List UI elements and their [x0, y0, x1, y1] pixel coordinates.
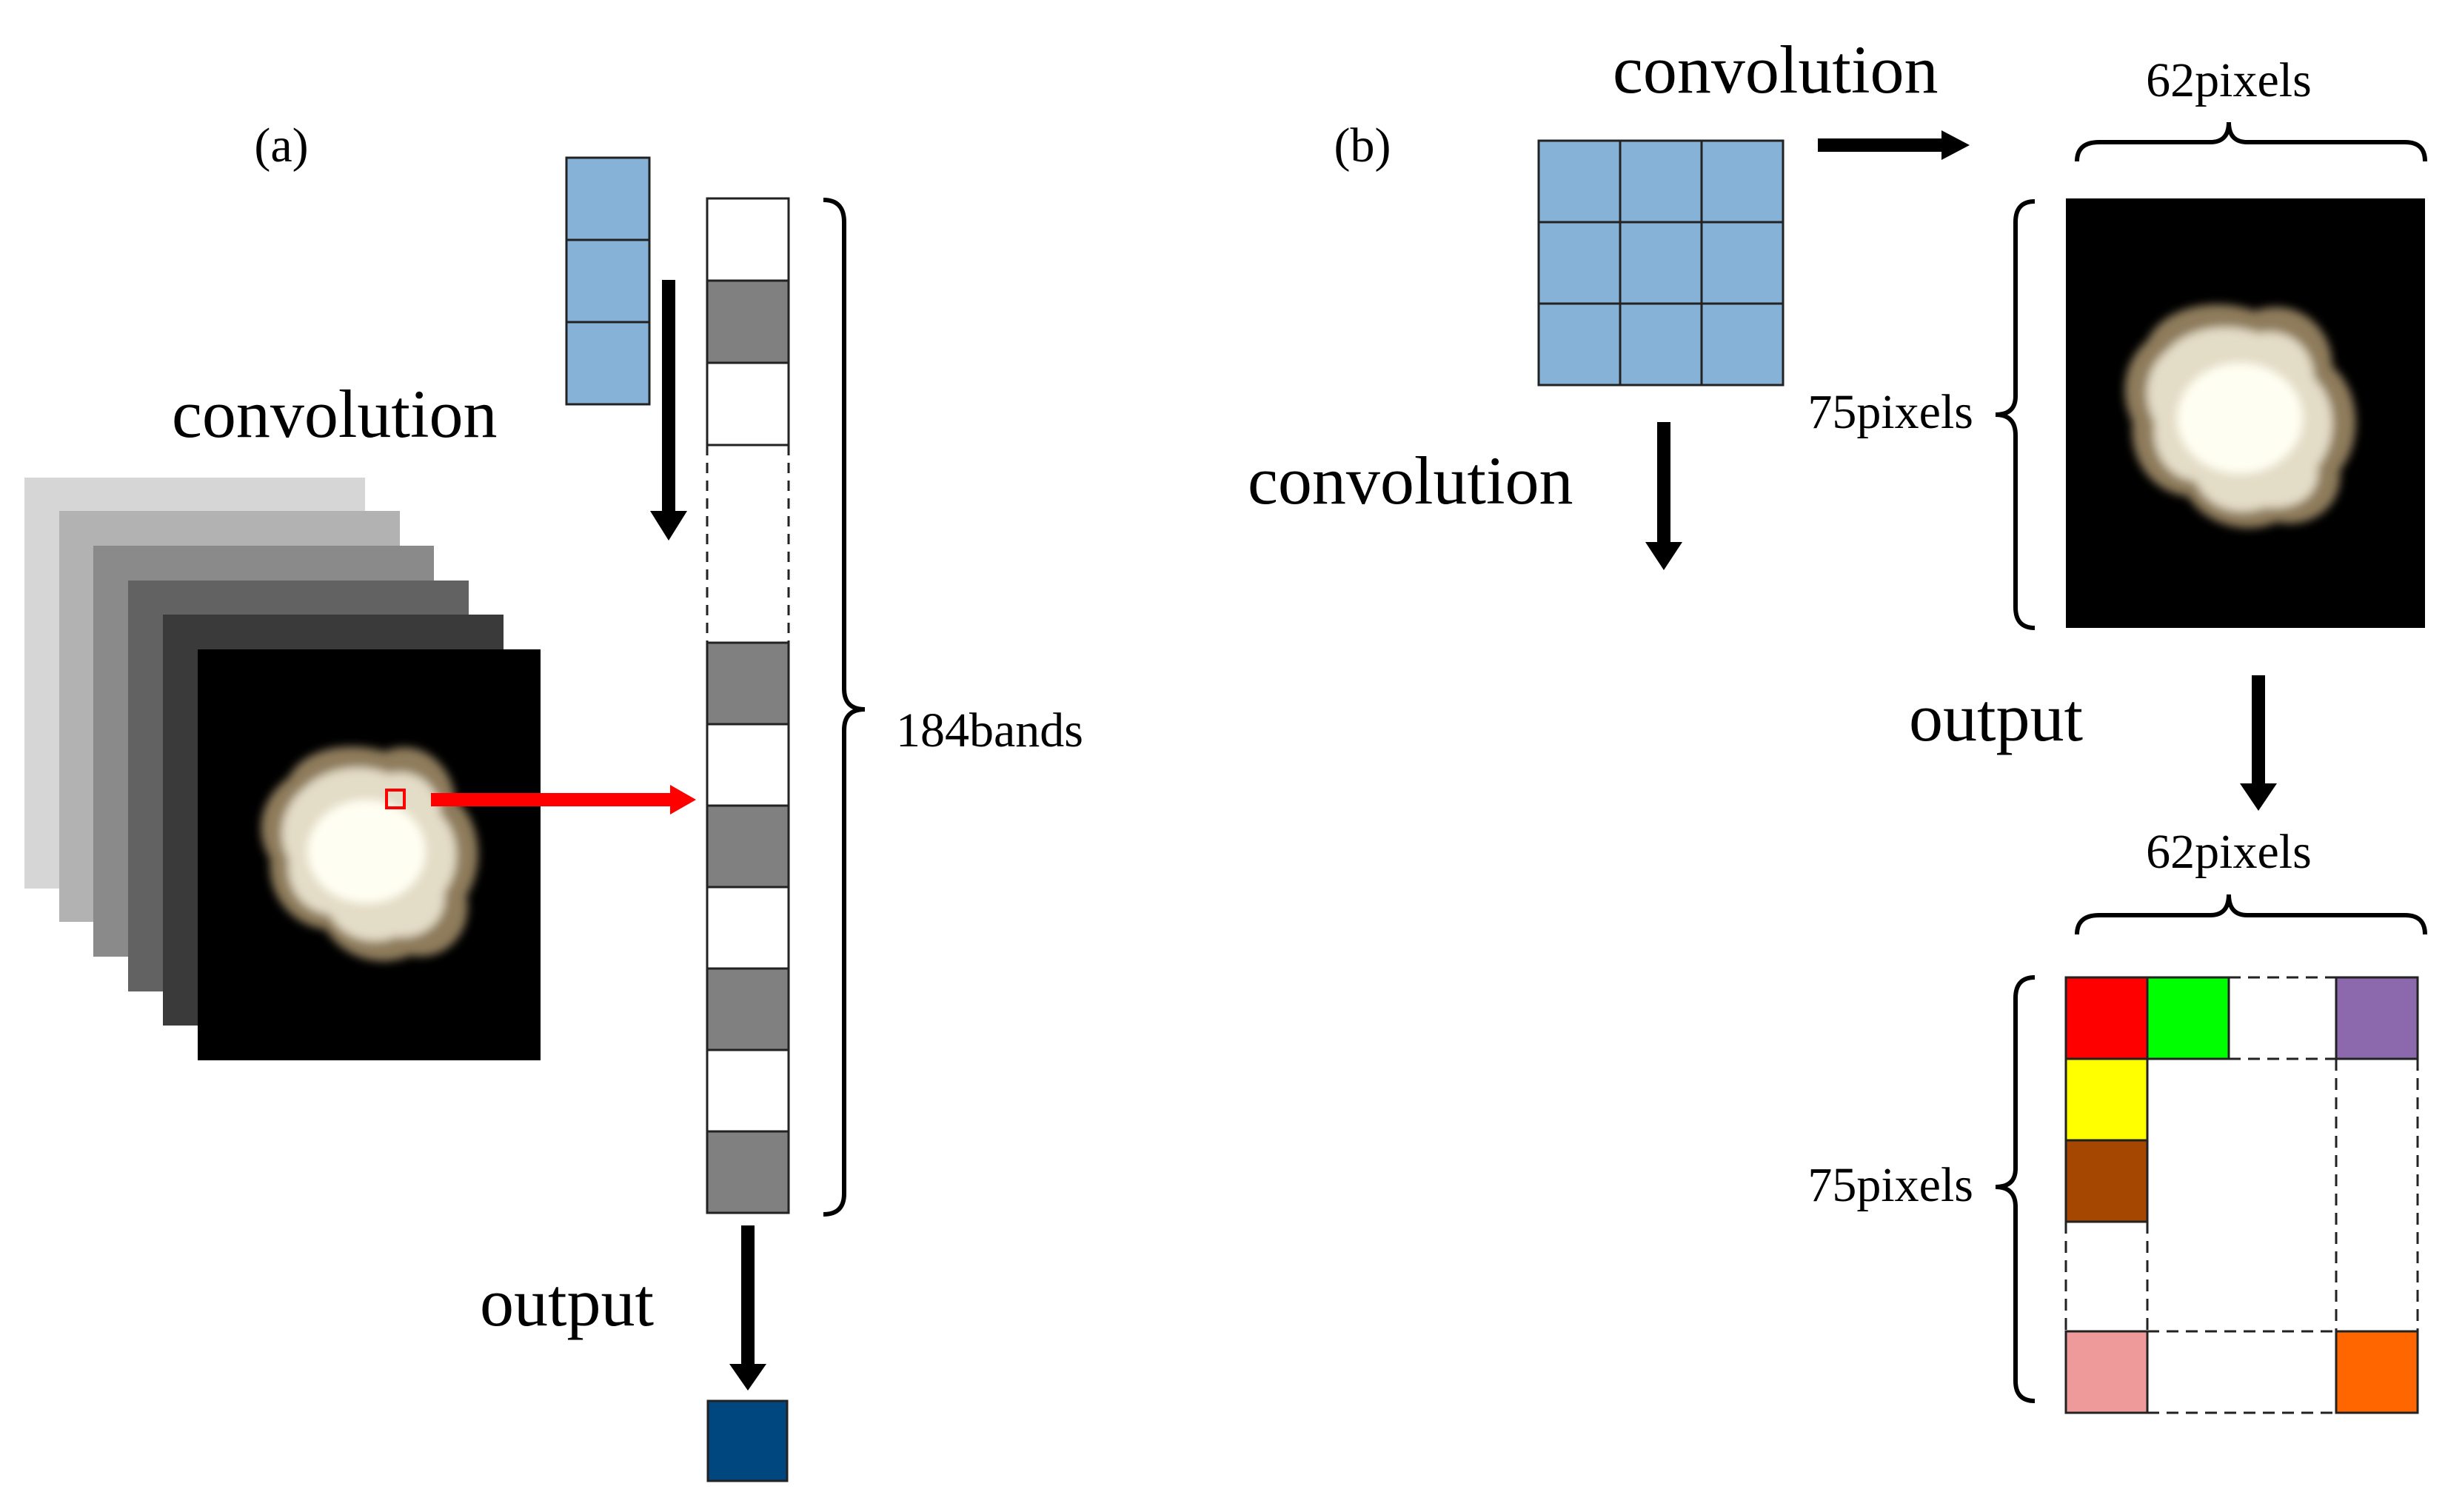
kernel-cell [1619, 139, 1703, 224]
panel-b-output-arrow [2240, 675, 2277, 811]
kernel-cell [1700, 221, 1785, 305]
kernel-cell [1537, 139, 1622, 224]
band-cell [706, 1048, 790, 1133]
output-pixel-cell [2064, 1057, 2149, 1142]
band-cell [706, 641, 790, 726]
panel-a-kernel [565, 156, 651, 406]
output-pixel-cell [2064, 1330, 2149, 1414]
output-pixel-cell [2335, 976, 2419, 1060]
sample-blob [261, 746, 478, 961]
band-cell [706, 279, 790, 364]
kernel-cell [565, 321, 651, 406]
kernel-cell [1537, 221, 1622, 305]
panel-a-convolution-arrow [650, 280, 687, 541]
panel-a-output-pixel [706, 1399, 789, 1482]
kernel-cell [565, 238, 651, 324]
output-pixel-grid [2064, 976, 2419, 1414]
bands-label: 184bands [896, 703, 1083, 757]
height-brace-top [1995, 199, 2036, 630]
width-label-bottom: 62pixels [2146, 825, 2312, 879]
kernel-cell [565, 156, 651, 241]
band-cell [706, 1130, 790, 1214]
band-cell [706, 723, 790, 807]
height-label-bottom: 75pixels [1807, 1158, 1973, 1212]
sample-blob-b [2124, 304, 2356, 528]
panel-a-output-arrow [729, 1225, 766, 1391]
panel-b-convolution-down-arrow [1645, 422, 1682, 570]
selected-pixel-marker [385, 789, 406, 809]
output-pixel-cell [2335, 1330, 2419, 1414]
kernel-cell [1700, 302, 1785, 387]
band-cell [706, 886, 790, 970]
pixel-to-bands-arrow [431, 785, 696, 814]
kernel-cell [1619, 221, 1703, 305]
panel-b-output-label: output [1909, 680, 2084, 755]
output-pixel-cell [2064, 1139, 2149, 1223]
panel-a-convolution-label: convolution [172, 376, 498, 452]
width-label-top: 62pixels [2146, 53, 2312, 107]
height-label-top: 75pixels [1807, 385, 1973, 439]
band-cell [706, 804, 790, 889]
panel-b-convolution-top-label: convolution [1613, 32, 1939, 107]
band-column [706, 197, 790, 1214]
panel-a-label: (a) [254, 118, 308, 173]
kernel-cell [1537, 302, 1622, 387]
kernel-cell [1700, 139, 1785, 224]
band-cell [706, 967, 790, 1051]
output-pixel-cell [2146, 976, 2230, 1060]
band-cell [706, 361, 790, 446]
height-brace-bottom [1995, 975, 2036, 1403]
hyperspectral-stack [24, 478, 541, 1060]
bands-brace [823, 198, 866, 1217]
output-pixel-cell [2064, 976, 2149, 1060]
panel-b-convolution-left-label: convolution [1248, 443, 1573, 518]
panel-b-convolution-right-arrow [1818, 130, 1970, 160]
width-brace-top [2075, 121, 2427, 162]
kernel-cell [1619, 302, 1703, 387]
panel-b-label: (b) [1334, 118, 1391, 173]
width-brace-bottom [2075, 894, 2427, 935]
band-cell [706, 197, 790, 282]
panel-b-kernel [1537, 139, 1785, 387]
panel-a-output-label: output [480, 1265, 655, 1340]
